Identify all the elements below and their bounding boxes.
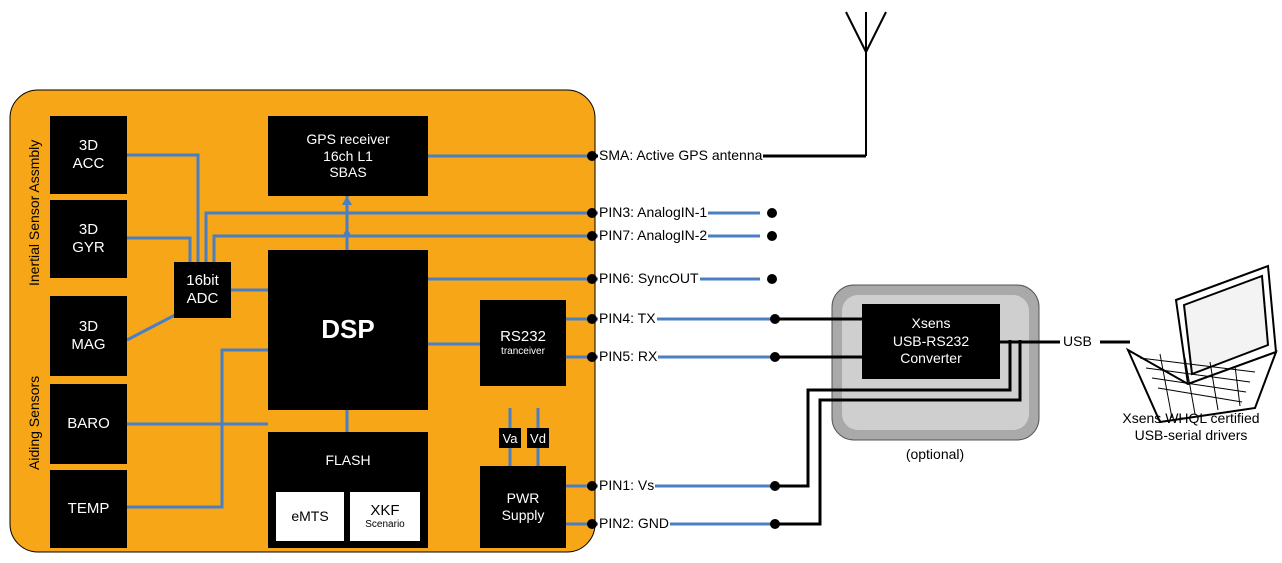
inertial-sensor-label: Inertial Sensor Assmbly [26, 139, 42, 286]
aiding-sensors-label: Aiding Sensors [26, 375, 42, 470]
rs232-block: RS232 tranceiver [480, 300, 566, 386]
pin-label-pin6: PIN6: SyncOUT [598, 270, 700, 287]
pin-label-pin7: PIN7: AnalogIN-2 [598, 227, 709, 244]
vd-box: Vd [527, 428, 549, 448]
emts-box: eMTS [276, 492, 344, 541]
antenna-icon [845, 11, 887, 156]
laptop-caption: Xsens WHQL certified USB-serial drivers [1122, 410, 1260, 443]
laptop-icon [1125, 264, 1278, 424]
usb-label: USB [1062, 333, 1093, 350]
optional-label: (optional) [905, 446, 965, 462]
dsp-block: DSP [268, 250, 428, 410]
pin-label-pin2: PIN2: GND [598, 515, 671, 532]
xkf-box: XKF Scenario [350, 492, 420, 541]
arrowheads [342, 196, 352, 237]
va-box: Va [499, 428, 521, 448]
pin-label-pin5: PIN5: RX [598, 348, 659, 365]
pin-label-sma: SMA: Active GPS antenna [598, 147, 764, 164]
internal-wires [126, 153, 775, 526]
pin-label-pin3: PIN3: AnalogIN-1 [598, 204, 709, 221]
pin-dots [587, 151, 780, 529]
baro-sensor-block: BARO [50, 384, 127, 464]
pin-label-pin4: PIN4: TX [598, 310, 657, 327]
temp-sensor-block: TEMP [50, 470, 127, 548]
pin-label-pin1: PIN1: Vs [598, 477, 656, 494]
